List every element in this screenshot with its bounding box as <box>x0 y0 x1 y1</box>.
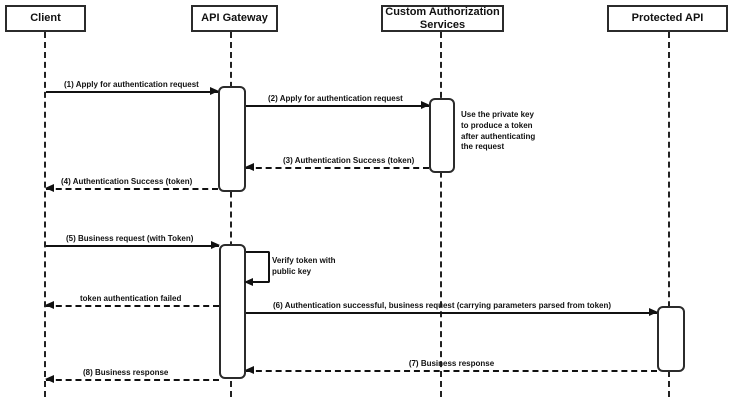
arrowhead-left-icon <box>45 301 54 309</box>
message-2-label: (2) Apply for authentication request <box>268 94 403 103</box>
arrowhead-left-icon <box>45 375 54 383</box>
message-3-label: (3) Authentication Success (token) <box>283 156 415 165</box>
arrowhead-right-icon <box>421 101 430 109</box>
arrowhead-left-icon <box>244 278 253 286</box>
message-5-label: (5) Business request (with Token) <box>66 234 194 243</box>
self-message-verify-token <box>244 251 270 286</box>
message-2-line <box>246 105 429 107</box>
arrowhead-right-icon <box>649 308 658 316</box>
message-token-authentication-failed-label: token authentication failed <box>80 294 182 303</box>
lifeline-custom-authorization-services <box>440 32 442 397</box>
message-6-label: (6) Authentication successful, business … <box>273 301 612 310</box>
participant-custom-authorization-services: Custom Authorization Services <box>381 5 504 32</box>
arrowhead-right-icon <box>210 87 219 95</box>
message-1-label: (1) Apply for authentication request <box>64 80 199 89</box>
arrowhead-left-icon <box>245 163 254 171</box>
message-3-line <box>246 167 429 169</box>
message-1-line <box>46 91 218 93</box>
self-message-verify-token-label: Verify token with public key <box>272 256 336 276</box>
message-4-line <box>46 188 218 190</box>
activation-custom-authorization-services <box>429 98 455 173</box>
participant-client: Client <box>5 5 86 32</box>
participant-protected-api: Protected API <box>607 5 728 32</box>
participant-custom-authorization-services-label: Custom Authorization Services <box>385 6 500 31</box>
lifeline-client <box>44 32 46 397</box>
participant-client-label: Client <box>30 12 61 25</box>
lifeline-protected-api <box>668 32 670 397</box>
message-8-line <box>46 379 219 381</box>
participant-api-gateway-label: API Gateway <box>201 12 268 25</box>
activation-api-gateway-business <box>219 244 246 379</box>
arrowhead-left-icon <box>45 184 54 192</box>
lifeline-api-gateway <box>230 32 232 397</box>
activation-api-gateway-auth <box>218 86 246 192</box>
message-8-label: (8) Business response <box>83 368 169 377</box>
participant-api-gateway: API Gateway <box>191 5 278 32</box>
arrowhead-right-icon <box>211 241 220 249</box>
message-5-line <box>46 245 219 247</box>
participant-protected-api-label: Protected API <box>631 12 704 25</box>
message-6-line <box>246 312 657 314</box>
activation-protected-api <box>657 306 685 372</box>
message-7-line <box>246 370 657 372</box>
note-use-private-key: Use the private key to produce a token a… <box>461 110 536 152</box>
message-4-label: (4) Authentication Success (token) <box>61 177 193 186</box>
arrowhead-left-icon <box>245 366 254 374</box>
message-7-label: (7) Business response <box>408 359 495 368</box>
message-token-failed-line <box>46 305 219 307</box>
